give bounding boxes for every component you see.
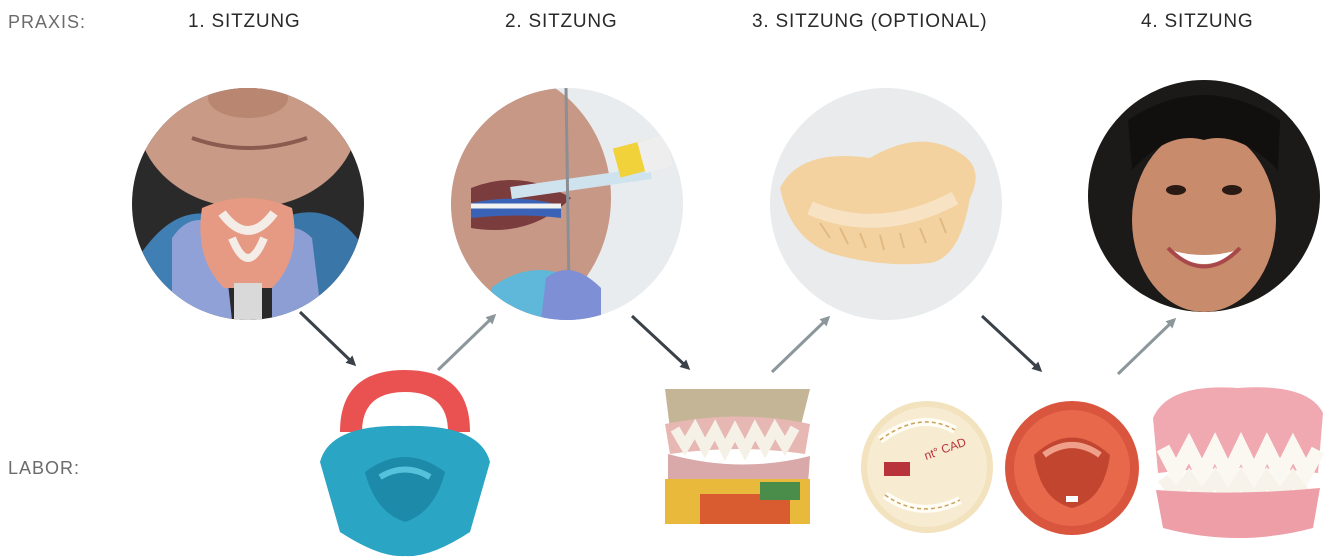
arrow-down-2: [632, 316, 688, 368]
lab-bite-rim-and-tray: [310, 362, 500, 558]
lab-final-denture: [1148, 378, 1326, 548]
lab-milled-base: [1004, 400, 1140, 536]
arrow-up-3: [1118, 320, 1174, 374]
arrow-up-2: [772, 318, 828, 372]
lab-cad-puck: nt° CAD: [860, 400, 994, 534]
arrow-down-3: [982, 316, 1040, 370]
arrow-down-1: [300, 312, 354, 364]
lab-digital-setup: [660, 384, 820, 524]
